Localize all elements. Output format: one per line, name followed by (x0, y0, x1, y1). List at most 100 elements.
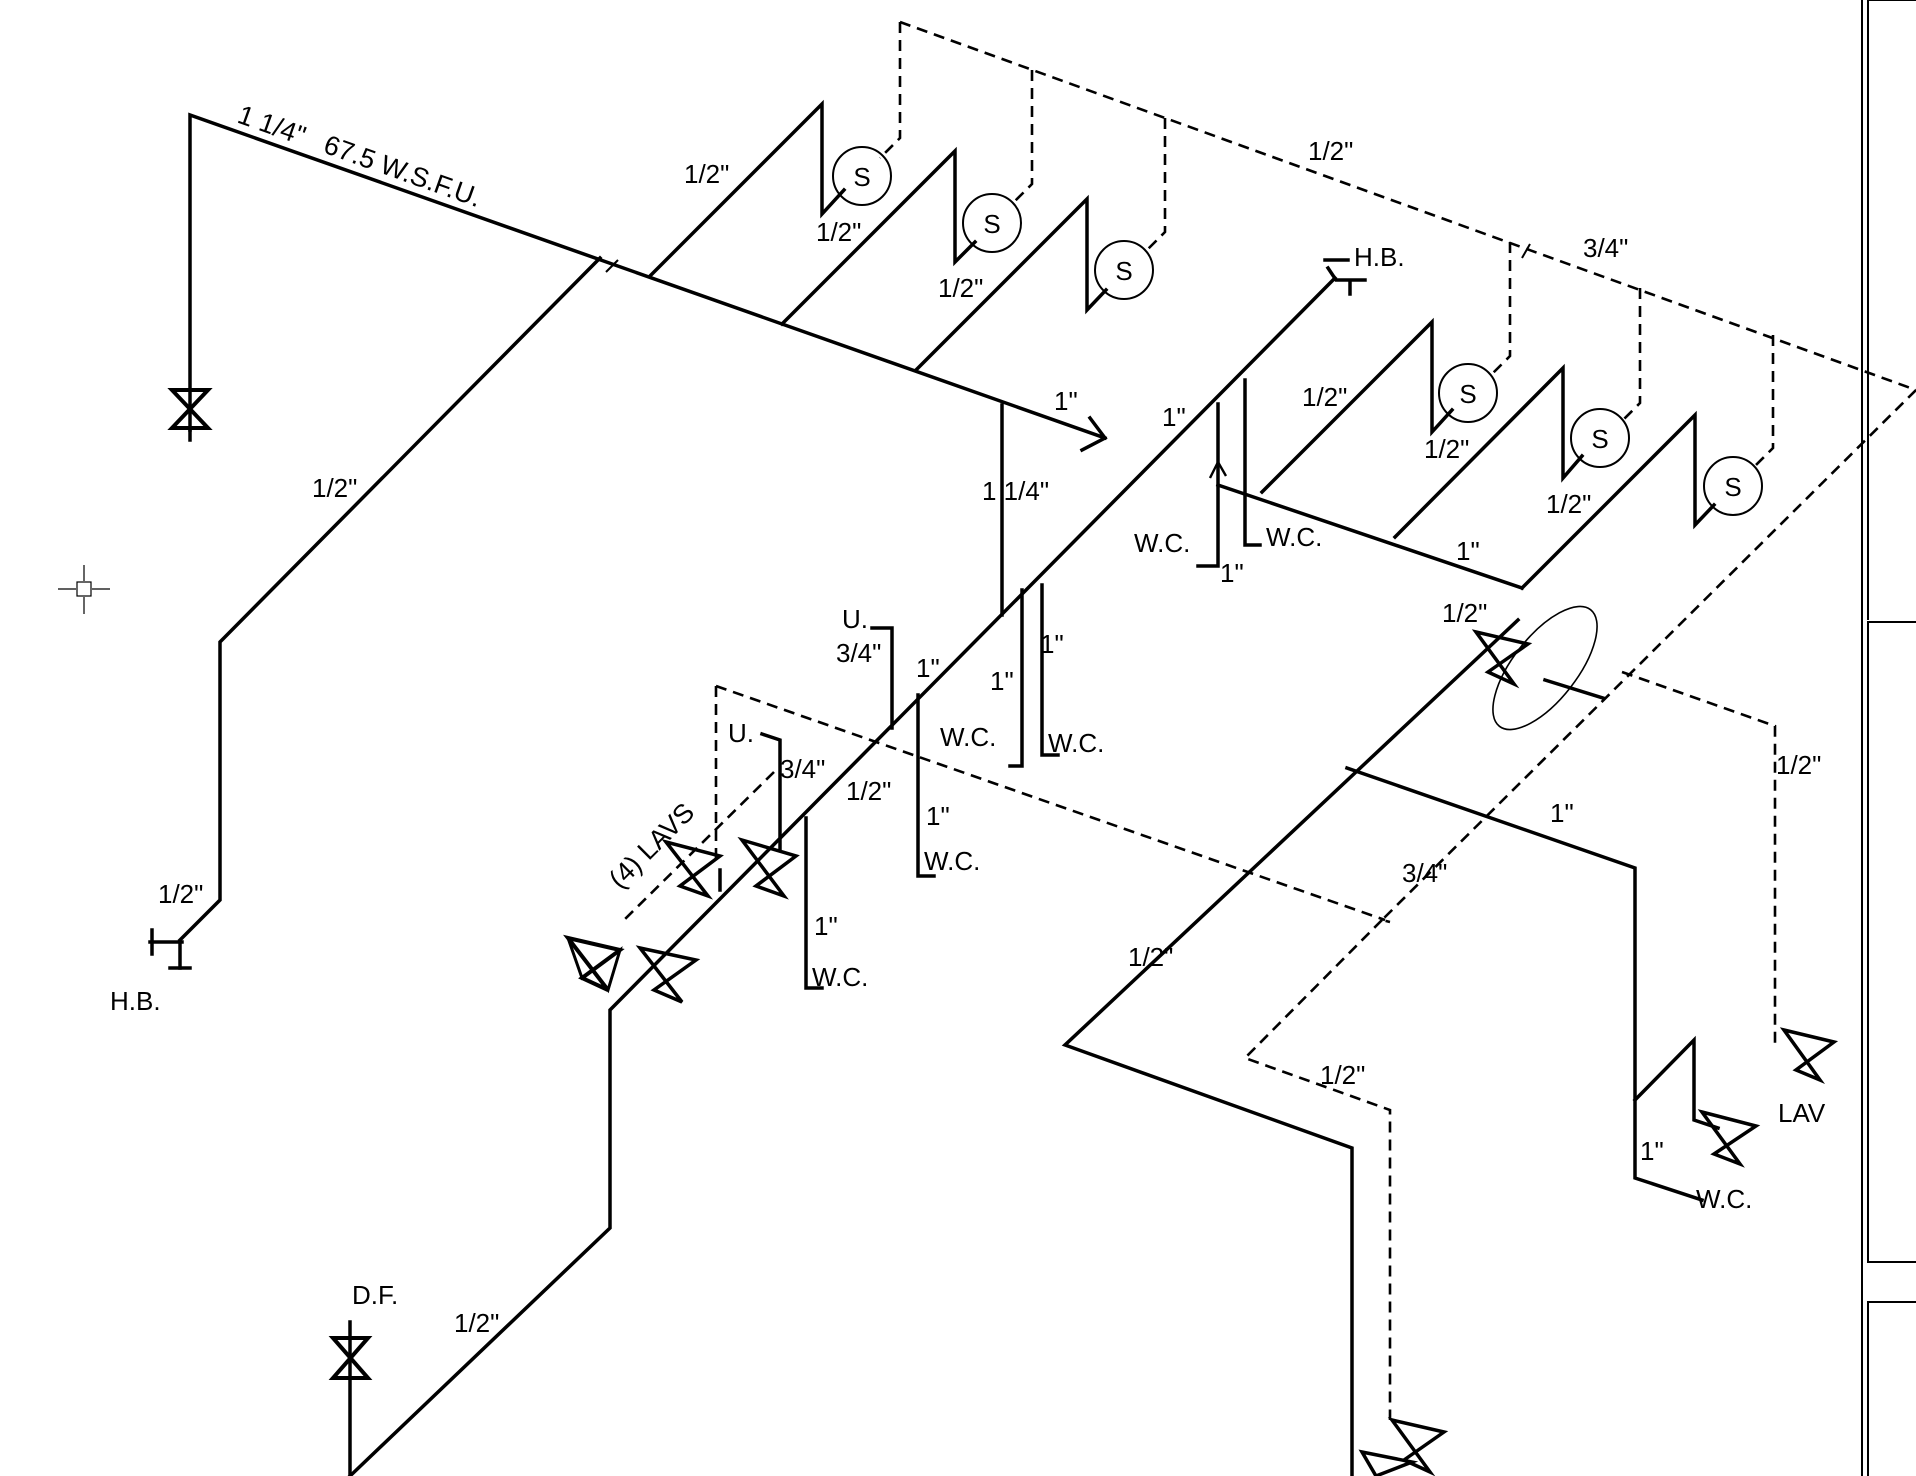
wc-tee-b-label: W.C. (1266, 522, 1322, 552)
hot-lavs-main (715, 684, 1386, 922)
urinal-top-label: U. (842, 604, 868, 634)
shower-r-size-3: 1/2" (1546, 489, 1591, 519)
svg-text:S: S (983, 209, 1000, 239)
diag-size-label: 1" (1162, 402, 1186, 432)
shower-branch-2 (779, 146, 978, 327)
svg-text:S: S (1724, 472, 1741, 502)
angle-valve-icon (1471, 629, 1533, 689)
hot-top-size: 1/2" (1308, 136, 1353, 166)
wc-center-1-label: W.C. (940, 722, 996, 752)
main-pipe (188, 112, 1108, 441)
angle-valve-icon (563, 934, 625, 994)
border-panel-top (1867, 0, 1916, 620)
svg-text:S: S (1459, 379, 1476, 409)
gate-valve-icon (167, 388, 213, 442)
hot-diagonal-right (1379, 389, 1916, 924)
hb-left-label: H.B. (110, 986, 161, 1016)
hose-bibb-top-tee (1325, 265, 1367, 282)
urinal-top-size: 3/4" (836, 638, 881, 668)
low-size-b: 1/2" (1320, 1060, 1365, 1090)
riser-size-label: 1 1/4" (982, 476, 1049, 506)
hot-main-top (899, 20, 1916, 392)
border-panel-mid (1867, 621, 1916, 1263)
ellipse-size: 1/2" (1442, 598, 1487, 628)
shock-arrestor-icon: S (1570, 408, 1630, 468)
shock-arrestor-icon: S (1438, 363, 1498, 423)
center-size-b: 1" (990, 666, 1014, 696)
svg-text:S: S (1115, 256, 1132, 286)
wc-tee-a (1196, 402, 1220, 568)
urinal-mid-label: U. (728, 718, 754, 748)
urinal-mid-size: 3/4" (780, 754, 825, 784)
wc-center-4-label: W.C. (812, 962, 868, 992)
shock-arrestor-icon: S (1094, 240, 1154, 300)
df-size: 1/2" (454, 1308, 499, 1338)
df-label: D.F. (352, 1280, 398, 1310)
shower-branch-4 (1259, 317, 1455, 495)
lav-label: LAV (1778, 1098, 1826, 1128)
wc-tee-a-label: W.C. (1134, 528, 1190, 558)
angle-valve-icon (635, 945, 701, 1004)
hot-drop-3 (1144, 118, 1167, 253)
shock-arrestors: S S S S S S (832, 146, 1763, 516)
valves (167, 388, 1839, 1476)
shower-branch-1 (648, 99, 847, 278)
shower-r-size-2: 1/2" (1424, 434, 1469, 464)
labels: 1 1/4" 67.5 W.S.F.U. 1/2" 3/4" 1/2" 1/2"… (110, 99, 1826, 1338)
gate-valve-icon (328, 1320, 373, 1476)
shower-branch-3 (913, 194, 1109, 373)
wc-stub-c3 (916, 693, 936, 878)
arrow-icon (1079, 415, 1108, 453)
hot-drop-4 (1489, 242, 1512, 377)
right-upper-branch (1215, 482, 1525, 591)
hot-drop-2 (1011, 70, 1034, 205)
right-size-1in-b: 1" (1640, 1136, 1664, 1166)
right-half-size: 1/2" (1776, 750, 1821, 780)
left-riser-size: 1/2" (312, 473, 357, 503)
angle-valve-icon (1697, 1109, 1761, 1168)
lav-branch (1632, 1035, 1721, 1131)
urinal-stub-top (870, 626, 894, 730)
ellipse-branch (1542, 677, 1606, 701)
wc-center-3-label: W.C. (924, 846, 980, 876)
svg-text:S: S (853, 162, 870, 192)
center-half-size: 1/2" (846, 776, 891, 806)
angle-valve-icon (1358, 1449, 1419, 1476)
lav-wc-branch (1344, 765, 1705, 1203)
lower-right-pipe (1061, 617, 1521, 1476)
hot-water-piping (621, 20, 1916, 1420)
urinal-stub-mid (759, 731, 782, 852)
shock-arrestor-icon: S (962, 193, 1022, 253)
crosshair-icon (58, 565, 110, 614)
hb-top-label: H.B. (1354, 242, 1405, 272)
sheet-border (1861, 0, 1916, 1476)
hot-drop-1 (879, 22, 902, 159)
hot-drop-6 (1752, 335, 1775, 469)
center-size-e: 1" (814, 911, 838, 941)
angle-valve-icon (1387, 1417, 1449, 1476)
diagonal-main-pipe (347, 275, 1338, 1476)
left-branch-pipe (177, 255, 603, 943)
hot-top-right-size: 3/4" (1583, 233, 1628, 263)
right-size-34: 3/4" (1402, 858, 1447, 888)
hot-drop-5 (1619, 288, 1642, 424)
shock-arrestor-icon: S (1703, 456, 1763, 516)
wc-stub-c2 (1040, 583, 1060, 757)
shower-size-2: 1/2" (816, 217, 861, 247)
angle-valve-icon (1779, 1027, 1839, 1084)
hose-bibb-icon (148, 928, 192, 970)
center-size-d: 1" (926, 801, 950, 831)
shower-branch-5 (1392, 363, 1585, 540)
wc-stub-c1 (1008, 588, 1024, 768)
left-hb-size: 1/2" (158, 879, 203, 909)
right-branch-size: 1" (1456, 536, 1480, 566)
arrow-size-label: 1" (1054, 386, 1078, 416)
wc-stub-c4 (804, 816, 824, 990)
angle-valve-icon (661, 839, 724, 900)
hot-lower-right (1242, 919, 1392, 1420)
shower-size-3: 1/2" (938, 273, 983, 303)
center-size-a: 1" (916, 653, 940, 683)
cold-water-piping (177, 99, 1721, 1476)
wc-tee-b (1243, 378, 1262, 547)
